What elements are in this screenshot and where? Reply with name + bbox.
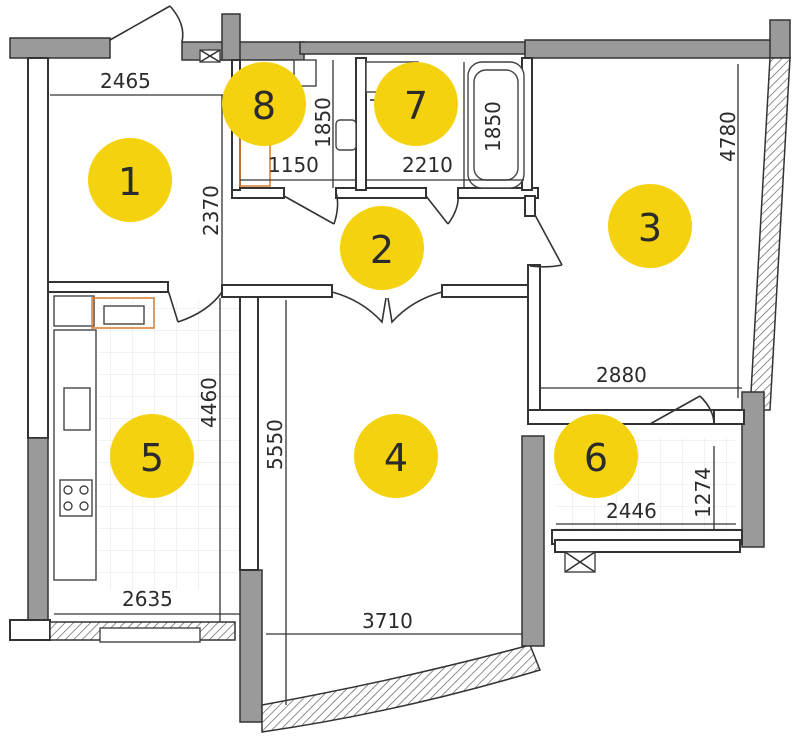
dim-balcony-width: 2446 <box>606 499 657 523</box>
room-marker-3: 3 <box>608 184 692 268</box>
room-marker-1: 1 <box>88 138 172 222</box>
dim-room5-depth: 4460 <box>197 377 221 428</box>
dim-bath7-width: 2210 <box>402 153 453 177</box>
dim-room3-depth: 4780 <box>716 111 740 162</box>
dim-room1-width: 2465 <box>100 69 151 93</box>
room-number: 8 <box>252 84 276 128</box>
room-number: 7 <box>404 84 428 128</box>
room-marker-7: 7 <box>374 62 458 146</box>
room-number: 2 <box>370 228 394 272</box>
room-marker-4: 4 <box>354 414 438 498</box>
room4-bottom-wall <box>261 644 542 733</box>
dim-bath8-depth: 1850 <box>311 97 335 148</box>
room-marker-6: 6 <box>554 414 638 498</box>
dim-room4-width: 3710 <box>362 609 413 633</box>
dim-bath7-depth: 1850 <box>481 101 505 152</box>
room-marker-2: 2 <box>340 206 424 290</box>
room-number: 3 <box>638 206 662 250</box>
room-number: 5 <box>140 436 164 480</box>
dim-balcony-depth: 1274 <box>691 467 715 518</box>
room-number: 4 <box>384 436 408 480</box>
dim-room3-width: 2880 <box>596 363 647 387</box>
room-number: 6 <box>584 436 608 480</box>
dim-room4-depth: 5550 <box>263 419 287 470</box>
dim-bath8-width: 1150 <box>268 153 319 177</box>
room-marker-8: 8 <box>222 62 306 146</box>
dimension-lines <box>50 60 742 705</box>
doors <box>109 5 715 573</box>
outer-walls <box>9 13 791 733</box>
right-wall-hatched <box>749 57 791 411</box>
room-number: 1 <box>118 160 142 204</box>
dim-room1-depth: 2370 <box>199 185 223 236</box>
room-marker-5: 5 <box>110 414 194 498</box>
dim-room5-width: 2635 <box>122 587 173 611</box>
